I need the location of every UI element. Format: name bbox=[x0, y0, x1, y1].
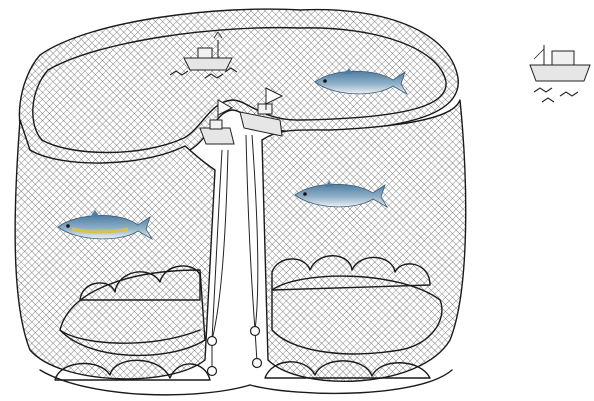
wave-icon bbox=[534, 88, 578, 102]
float-ring-icon bbox=[208, 367, 217, 376]
float-ring-icon bbox=[253, 359, 262, 368]
float-ring-icon bbox=[208, 337, 217, 346]
net-right-wall bbox=[262, 100, 466, 381]
purse-lines bbox=[212, 135, 258, 370]
boat-icon bbox=[530, 45, 590, 81]
float-ring-icon bbox=[251, 327, 260, 336]
